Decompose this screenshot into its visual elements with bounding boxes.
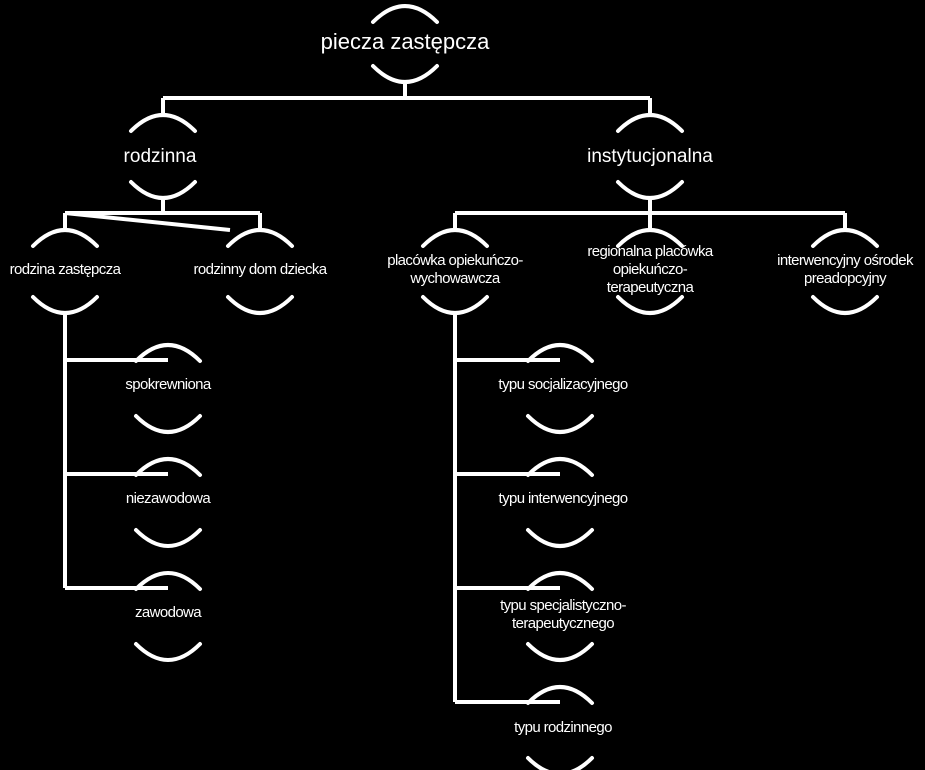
node-foster-sub-bracket-1	[134, 457, 202, 548]
node-professional-label: zawodowa	[134, 604, 202, 621]
node-care-facility-label: placówka opiekuńczo-wychowawcza	[387, 252, 523, 287]
node-family-home-bracket	[226, 228, 294, 315]
node-care-sub-bracket-2	[526, 571, 594, 662]
node-nonprofessional-label: niezawodowa	[125, 490, 211, 507]
node-care-sub-bracket-0	[526, 343, 594, 434]
node-root-label: piecza zastępcza	[320, 29, 490, 54]
node-foster-family-label: rodzina zastępcza	[9, 261, 121, 278]
node-family-home-label: rodzinny dom dziecka	[193, 261, 327, 278]
node-family-type-label: typu rodzinnego	[514, 719, 612, 736]
node-intervention-center-label: interwencyjny ośrodek preadopcyjny	[777, 252, 913, 287]
node-institutional-label: instytucjonalna	[587, 146, 713, 167]
node-care-sub-bracket-1	[526, 457, 594, 548]
node-regional-facility-label: regionalna placówka opiekuńczo-terapeuty…	[587, 243, 713, 296]
node-foster-sub-bracket-0	[134, 343, 202, 434]
node-regional-facility-bracket	[616, 228, 684, 315]
node-intervention-center-bracket	[811, 228, 879, 315]
node-family-label: rodzinna	[123, 146, 197, 167]
node-intervention-type-label: typu interwencyjnego	[498, 490, 629, 507]
node-specialist-label: typu specjalistyczno-terapeutycznego	[500, 597, 626, 632]
node-foster-sub-bracket-2	[134, 571, 202, 662]
node-socialization-label: typu socjalizacyjnego	[498, 376, 628, 393]
edge-family-foster-hidden	[64, 211, 231, 232]
node-related-label: spokrewniona	[125, 376, 211, 393]
node-care-sub-bracket-3	[526, 685, 594, 770]
